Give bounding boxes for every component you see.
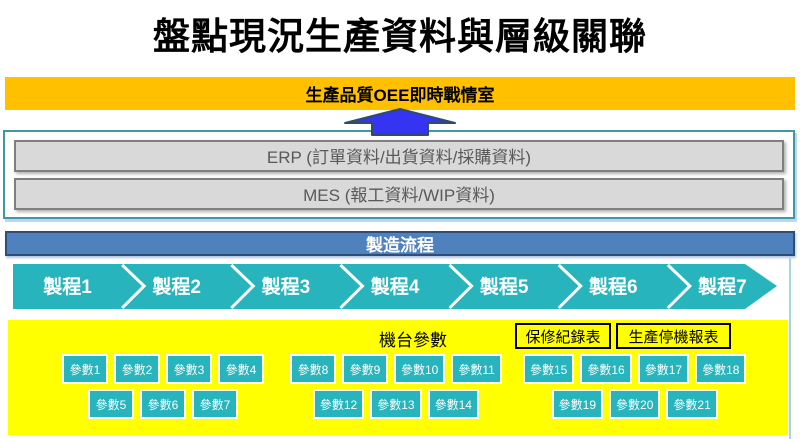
manufacturing-flow-label: 製造流程 <box>366 236 434 255</box>
param-box: 參數20 <box>609 389 661 419</box>
param-box: 參數11 <box>451 354 502 384</box>
param-box: 參數14 <box>427 389 479 419</box>
up-arrow-icon <box>344 108 456 136</box>
param-box: 參數10 <box>394 354 446 384</box>
machine-params-label: 機台參數 <box>379 331 447 350</box>
param-box: 參數4 <box>218 354 264 384</box>
param-box: 參數18 <box>695 354 747 384</box>
manufacturing-flow-bar: 製造流程 <box>5 231 795 256</box>
param-box: 參數13 <box>370 389 422 419</box>
param-box: 參數6 <box>140 389 186 419</box>
oee-war-room-banner: 生產品質OEE即時戰情室 <box>5 77 795 110</box>
param-box: 參數9 <box>342 354 388 384</box>
param-box: 參數19 <box>551 389 604 419</box>
param-box: 參數5 <box>88 389 134 419</box>
param-box: 參數12 <box>312 389 365 419</box>
mes-bar: MES (報工資料/WIP資料) <box>14 177 784 210</box>
process-step-label: 製程4 <box>370 276 420 298</box>
erp-bar-label: ERP (訂單資料/出貨資料/採購資料) <box>266 148 532 167</box>
param-box: 參數17 <box>637 354 690 384</box>
page-title: 盤點現況生產資料與層級關聯 <box>153 16 647 57</box>
maintenance-record-box: 保修紀錄表 <box>515 323 611 349</box>
downtime-report-box: 生產停機報表 <box>616 323 731 349</box>
process-step-label: 製程3 <box>261 276 311 298</box>
process-step-label: 製程2 <box>151 276 201 298</box>
systems-container: ERP (訂單資料/出貨資料/採購資料) MES (報工資料/WIP資料) <box>3 130 795 219</box>
mes-bar-label: MES (報工資料/WIP資料) <box>303 186 495 205</box>
param-box: 參數15 <box>523 354 575 384</box>
param-box: 參數2 <box>114 354 160 384</box>
process-step-label: 製程7 <box>697 276 747 298</box>
process-flow-arrow: 製程1 製程2 製程3 製程4 製程5 製程6 製程7 <box>13 263 777 310</box>
param-box: 參數8 <box>290 354 336 384</box>
param-box: 參數16 <box>580 354 632 384</box>
param-box: 參數3 <box>166 354 212 384</box>
process-step-label: 製程1 <box>42 276 92 298</box>
erp-bar: ERP (訂單資料/出貨資料/採購資料) <box>14 139 784 172</box>
param-box: 參數21 <box>666 389 718 419</box>
right-edge-line <box>789 258 791 439</box>
param-box: 參數7 <box>192 389 238 419</box>
process-step-label: 製程5 <box>479 276 529 298</box>
oee-war-room-banner-label: 生產品質OEE即時戰情室 <box>305 86 495 105</box>
process-step-label: 製程6 <box>588 276 638 298</box>
param-box: 參數1 <box>62 354 108 384</box>
